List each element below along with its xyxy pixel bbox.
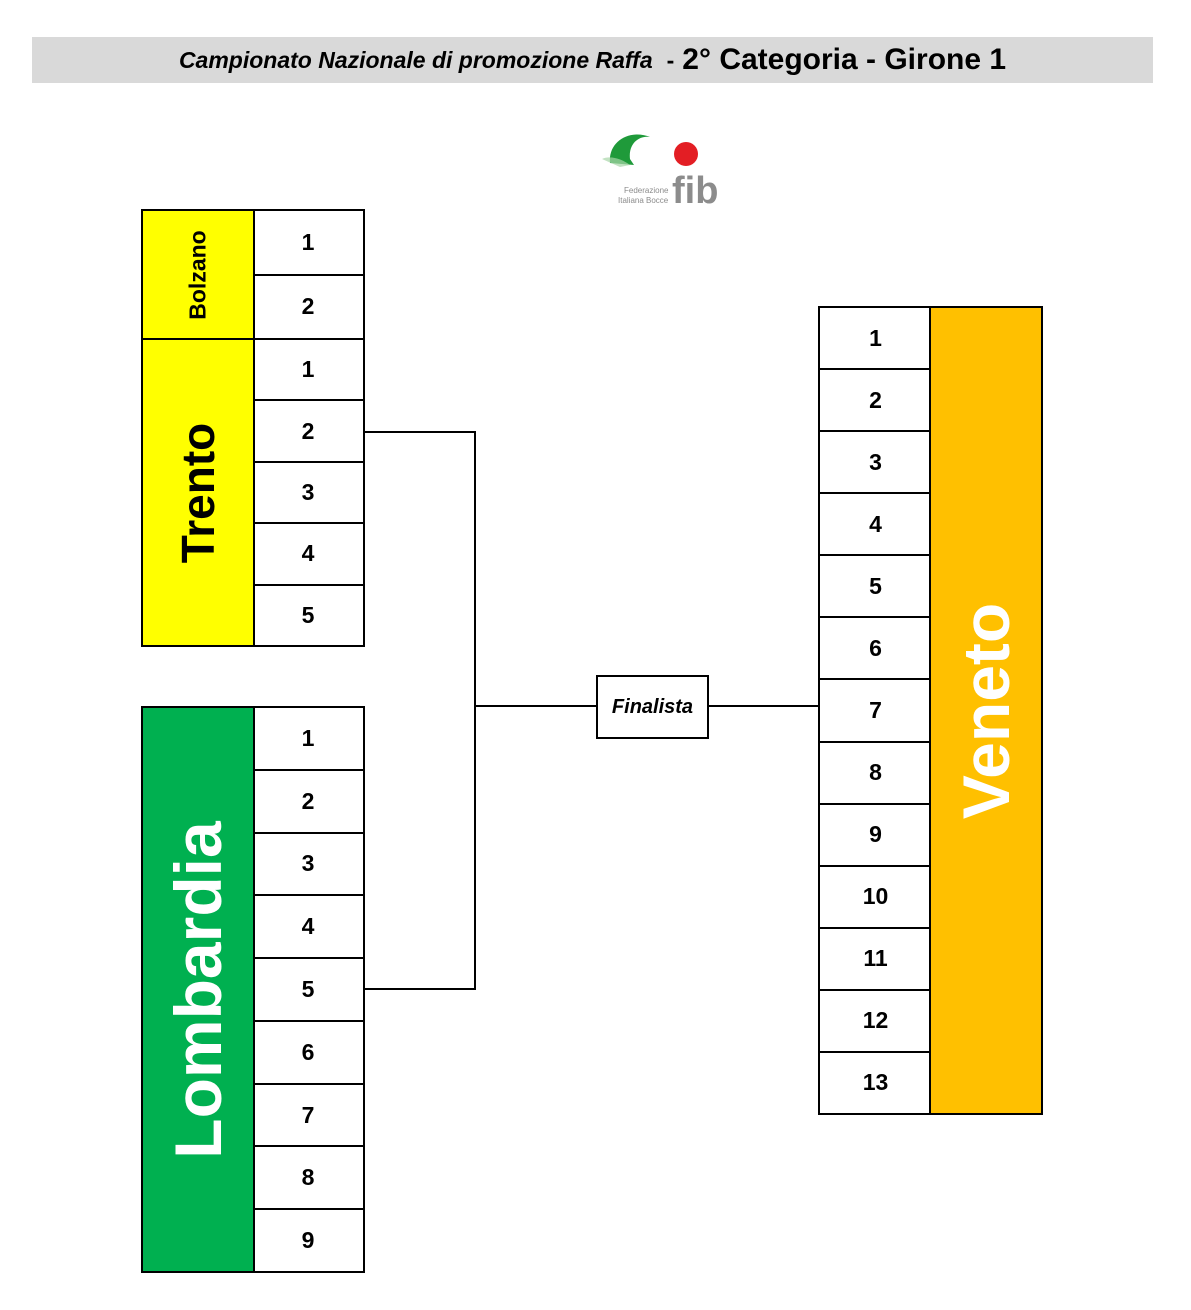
- title-separator: -: [666, 46, 675, 73]
- lombardia-slot: 3: [253, 831, 363, 895]
- logo-caption-line1: Federazione: [624, 186, 669, 195]
- logo-green-swoosh: [609, 134, 650, 165]
- title-bar: Campionato Nazionale di promozione Raffa…: [32, 37, 1153, 83]
- logo-red-ball: [674, 142, 698, 166]
- page-title: 2° Categoria - Girone 1: [682, 43, 1007, 76]
- region-bolzano-label: Bolzano: [184, 229, 211, 320]
- bracket-line-to-veneto: [709, 705, 818, 707]
- veneto-slot: 4: [820, 492, 931, 554]
- finalist-label: Finalista: [611, 695, 694, 718]
- bracket-line-lombardia: [365, 988, 476, 990]
- trento-slot: 1: [301, 356, 315, 383]
- bracket-line-vertical: [474, 431, 476, 990]
- logo-green-swoosh-shade: [602, 157, 630, 167]
- veneto-slot: 12: [820, 988, 931, 1051]
- lombardia-slot: 4: [253, 894, 363, 957]
- region-lombardia: Lombardia: [141, 706, 255, 1273]
- lombardia-slot: 6: [253, 1019, 363, 1083]
- region-veneto-label: Veneto: [949, 602, 1023, 819]
- logo-caption-line2: Italiana Bocce: [618, 196, 669, 205]
- veneto-slot: 3: [820, 430, 931, 492]
- veneto-slot: 7: [820, 678, 931, 740]
- bolzano-slots: 1 2: [253, 209, 365, 340]
- trento-slots: 1 2 3 4 5: [253, 338, 365, 647]
- finalist-box: Finalista: [596, 675, 709, 739]
- trento-slot: 5: [253, 583, 363, 645]
- veneto-slot: 13: [820, 1050, 931, 1113]
- veneto-slots: 1 2 3 4 5 6 7 8 9 10 11 12 13: [818, 306, 931, 1115]
- fib-logo: fib Federazione Italiana Bocce: [602, 134, 718, 210]
- trento-slot: 4: [253, 522, 363, 583]
- championship-subtitle: Campionato Nazionale di promozione Raffa: [178, 46, 653, 73]
- lombardia-slot: 1: [301, 724, 315, 751]
- region-lombardia-label: Lombardia: [161, 820, 235, 1159]
- region-trento-label: Trento: [172, 422, 224, 563]
- veneto-slot: 9: [820, 802, 931, 865]
- bracket-line-to-finalist: [474, 705, 596, 707]
- lombardia-slot: 5: [253, 957, 363, 1020]
- lombardia-slot: 8: [253, 1145, 363, 1208]
- region-bolzano: Bolzano: [141, 209, 255, 340]
- veneto-slot: 10: [820, 864, 931, 927]
- veneto-slot: 11: [820, 926, 931, 989]
- lombardia-slot: 9: [253, 1208, 363, 1271]
- region-trento: Trento: [141, 338, 255, 647]
- veneto-slot: 8: [820, 740, 931, 803]
- trento-slot: 3: [253, 460, 363, 522]
- bracket-line-trento: [365, 431, 476, 433]
- veneto-slot: 5: [820, 554, 931, 616]
- veneto-slot: 6: [820, 616, 931, 678]
- lombardia-slot: 2: [253, 768, 363, 832]
- veneto-slot: 2: [820, 368, 931, 430]
- trento-slot: 2: [253, 399, 363, 460]
- lombardia-slot: 7: [253, 1082, 363, 1146]
- region-veneto: Veneto: [929, 306, 1043, 1115]
- lombardia-slots: 1 2 3 4 5 6 7 8 9: [253, 706, 365, 1273]
- logo-wordmark: fib: [672, 170, 718, 210]
- bolzano-slot: 1: [301, 228, 315, 255]
- bolzano-slot: 2: [253, 273, 363, 339]
- veneto-slot: 1: [869, 324, 882, 351]
